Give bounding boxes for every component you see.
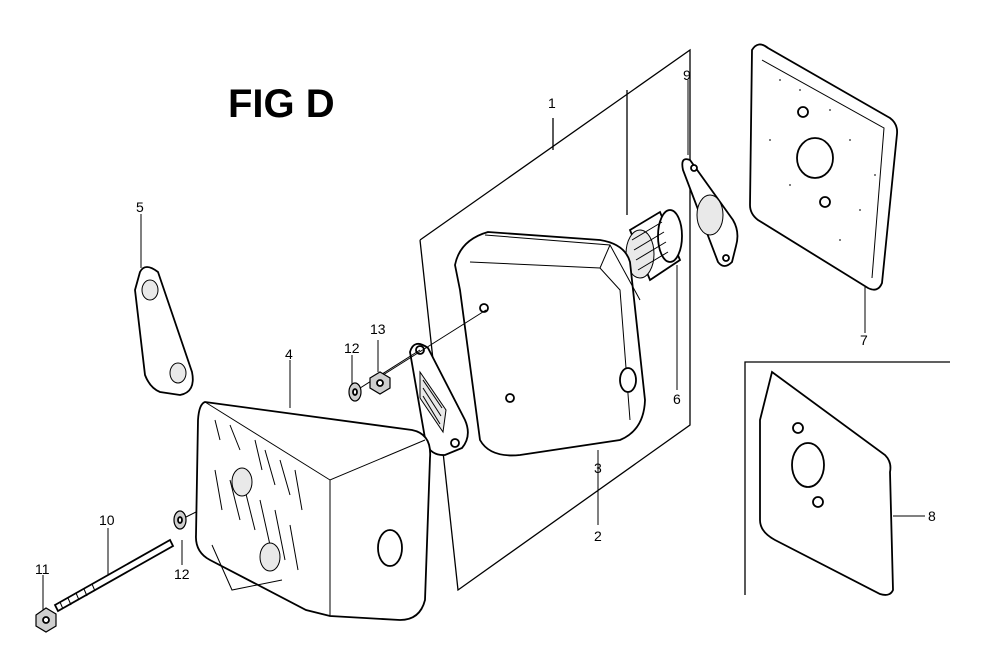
callout-leaders [42,80,925,610]
mounting-bracket [134,266,194,396]
callout-12-upper: 12 [344,340,360,356]
muffler-flange [409,342,469,456]
flange-nut [369,371,391,395]
bolt-nut [35,607,57,633]
washer-lower [173,510,187,530]
washer-upper [348,382,362,402]
callout-7: 7 [860,332,868,348]
callout-2: 2 [594,528,602,544]
callout-1: 1 [548,95,556,111]
heat-shield-upper [749,43,899,291]
spark-arrestor [625,209,683,282]
callout-4: 4 [285,346,293,362]
callout-3: 3 [594,460,602,476]
muffler-protector [195,401,432,621]
gasket [681,158,739,267]
callout-5: 5 [136,199,144,215]
assembly-bracket [419,48,691,592]
callout-8: 8 [928,508,936,524]
muffler-body [454,231,646,457]
long-bolt [53,538,175,613]
callout-12-lower: 12 [174,566,190,582]
callout-6: 6 [673,391,681,407]
callout-10: 10 [99,512,115,528]
callout-11: 11 [35,561,50,577]
callout-13: 13 [370,321,386,337]
callout-9: 9 [683,67,691,83]
figure-title: FIG D [228,82,335,126]
heat-shield-lower [744,361,950,596]
